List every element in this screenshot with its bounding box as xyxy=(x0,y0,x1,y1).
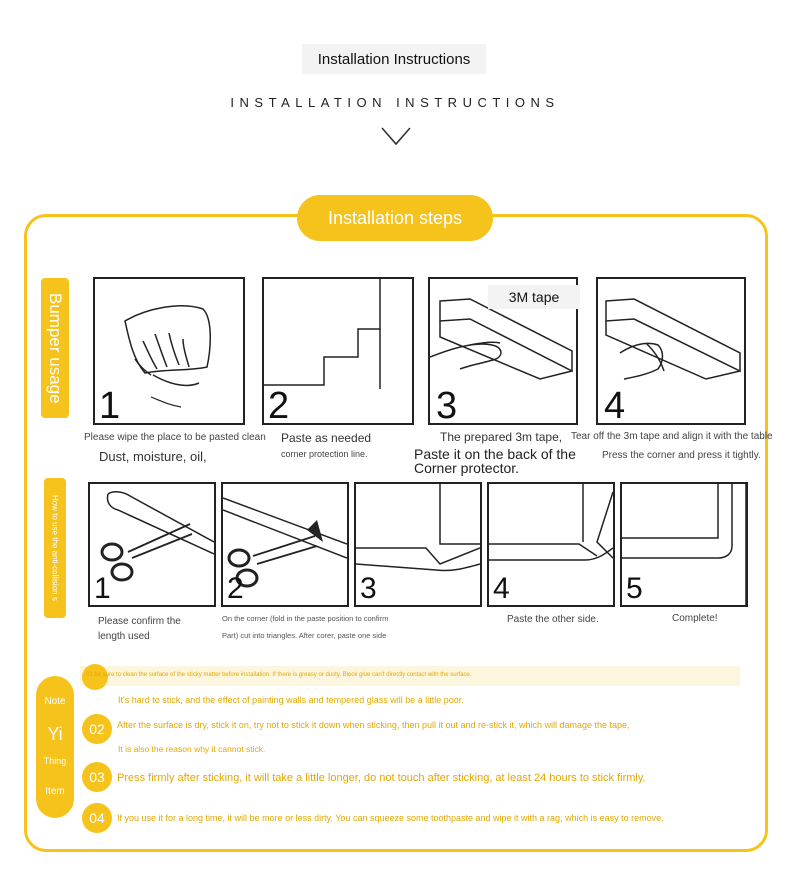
step-panel-2: 2 xyxy=(262,277,414,425)
note-text: Press firmly after sticking, it will tak… xyxy=(117,772,646,784)
cut-panel-5: 5 xyxy=(620,482,748,607)
caption-4b: Press the corner and press it tightly. xyxy=(602,450,761,461)
note-text: It is also the reason why it cannot stic… xyxy=(118,744,266,754)
note-number-badge: 01 xyxy=(82,664,108,690)
header-title: Installation Instructions xyxy=(302,44,486,74)
corner-protector-illustration xyxy=(264,279,381,389)
note-number-badge: 04 xyxy=(82,803,112,833)
note-text: 01 be sure to clean the surface of the s… xyxy=(86,672,472,678)
step-panel-1: 1 xyxy=(93,277,245,425)
step-panel-4: 4 xyxy=(596,277,746,425)
chevron-down-icon xyxy=(381,127,411,146)
cut-panel-4: 4 xyxy=(487,482,615,607)
note-number-badge: 02 xyxy=(82,714,112,744)
other-side-illustration xyxy=(489,484,613,561)
wiping-hand-illustration xyxy=(124,305,211,408)
caption-2b: corner protection line. xyxy=(281,449,368,459)
step-number: 2 xyxy=(227,572,244,605)
note-text: It's hard to stick, and the effect of pa… xyxy=(118,695,464,705)
steps-badge: Installation steps xyxy=(297,195,493,241)
complete-corner-illustration xyxy=(622,484,746,605)
caption-4a: Tear off the 3m tape and align it with t… xyxy=(571,431,773,442)
cut-caption-5: Complete! xyxy=(672,613,718,624)
tape-application-illustration xyxy=(430,298,573,380)
caption-2a: Paste as needed xyxy=(281,431,372,445)
scissors-corner-icon xyxy=(223,497,347,588)
note-text: If you use it for a long time, it will b… xyxy=(117,813,664,823)
note-number-badge: 03 xyxy=(82,762,112,792)
side-label-anti-collision: How to use the anti-collision s xyxy=(44,478,66,618)
tape-label: 3M tape xyxy=(488,285,580,309)
cut-caption-2a: On the corner (fold in the paste positio… xyxy=(222,614,389,623)
corner-fold-illustration xyxy=(356,484,480,572)
step-number: 5 xyxy=(626,572,643,605)
step-number: 3 xyxy=(360,572,377,605)
cut-caption-4: Paste the other side. xyxy=(507,614,599,625)
notes-pill-word: Yi xyxy=(47,724,63,744)
step-number: 4 xyxy=(493,572,510,605)
scissors-icon xyxy=(100,491,214,582)
cut-caption-1: Please confirm the length used xyxy=(98,616,181,642)
caption-3a: The prepared 3m tape, xyxy=(440,430,563,444)
caption-1a: Please wipe the place to be pasted clean xyxy=(84,432,266,443)
side-label-bumper: Bumper usage xyxy=(41,278,69,418)
caption-1b: Dust, moisture, oil, xyxy=(99,449,207,464)
step-number: 2 xyxy=(268,385,290,425)
cut-panel-1: 1 xyxy=(88,482,216,607)
notes-pill: Note Yi Thing Item xyxy=(36,676,74,818)
cut-panel-2: 2 xyxy=(221,482,349,607)
step-number: 1 xyxy=(94,572,111,605)
step-number: 4 xyxy=(604,385,626,425)
step-number: 3 xyxy=(436,385,458,425)
notes-pill-word: Note xyxy=(44,696,66,707)
cut-panel-3: 3 xyxy=(354,482,482,607)
cut-caption-2b: Part) cut into triangles. After corer, p… xyxy=(222,631,387,640)
note-highlight xyxy=(80,666,740,686)
caption-3b: Paste it on the back of the Corner prote… xyxy=(414,446,576,476)
notes-pill-word: Item xyxy=(45,786,65,797)
step-number: 1 xyxy=(99,385,121,425)
header-subtitle: INSTALLATION INSTRUCTIONS xyxy=(230,95,560,110)
press-corner-illustration xyxy=(605,298,741,380)
note-text: After the surface is dry, stick it on, t… xyxy=(117,720,630,730)
notes-pill-word: Thing xyxy=(43,756,67,766)
